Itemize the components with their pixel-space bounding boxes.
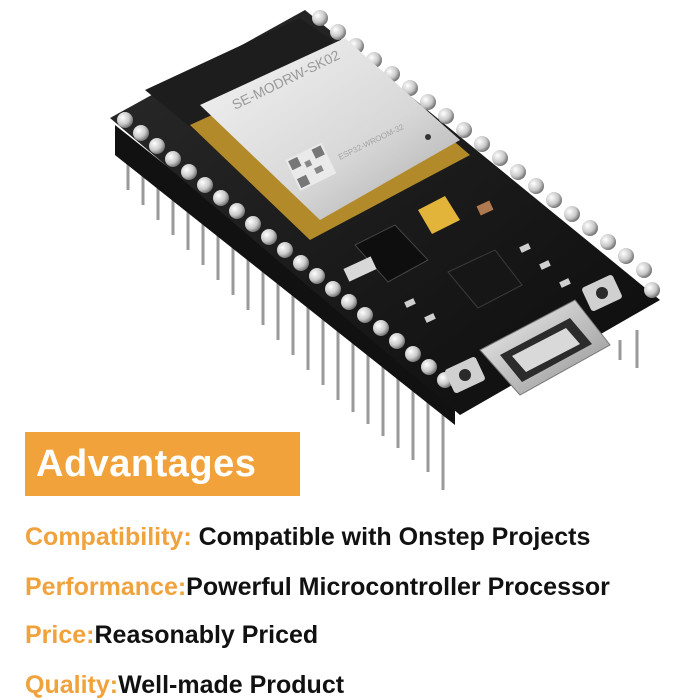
tantalum-capacitor xyxy=(418,196,460,234)
feature-label: Quality: xyxy=(25,671,119,699)
qr-code xyxy=(285,142,337,191)
feature-label: Price: xyxy=(25,621,95,649)
pin-row-right xyxy=(312,10,660,298)
advantages-banner xyxy=(25,432,300,496)
advantages-title: Advantages xyxy=(36,443,257,485)
esp32-board-photo: SE-MODRW-SK02 ESP32-WROOM-32 xyxy=(110,10,660,490)
antenna-area xyxy=(145,18,360,135)
voltage-regulator xyxy=(354,224,429,283)
feature-value: Compatible with Onstep Projects xyxy=(191,523,591,551)
reset-button xyxy=(445,357,485,393)
pin1-dot xyxy=(425,134,431,140)
feature-quality: Quality:Well-made Product xyxy=(25,670,344,700)
header-strip xyxy=(115,125,455,425)
feature-value: Reasonably Priced xyxy=(94,621,319,649)
smd-parts xyxy=(404,243,571,323)
feature-value: Well-made Product xyxy=(118,671,345,699)
boot-button xyxy=(582,275,622,311)
feature-label: Performance: xyxy=(25,573,187,601)
feature-price: Price:Reasonably Priced xyxy=(25,620,318,650)
usb-uart-chip xyxy=(447,249,523,309)
smd-component xyxy=(476,200,494,216)
feature-value: Powerful Microcontroller Processor xyxy=(186,573,610,601)
feature-label: Compatibility: xyxy=(25,523,192,551)
feature-compatibility: Compatibility: Compatible with Onstep Pr… xyxy=(25,522,590,552)
feature-performance: Performance:Powerful Microcontroller Pro… xyxy=(25,572,610,602)
metal-shield-can xyxy=(200,38,460,220)
usb-c-port xyxy=(479,299,611,396)
regulator-tab xyxy=(343,256,377,282)
